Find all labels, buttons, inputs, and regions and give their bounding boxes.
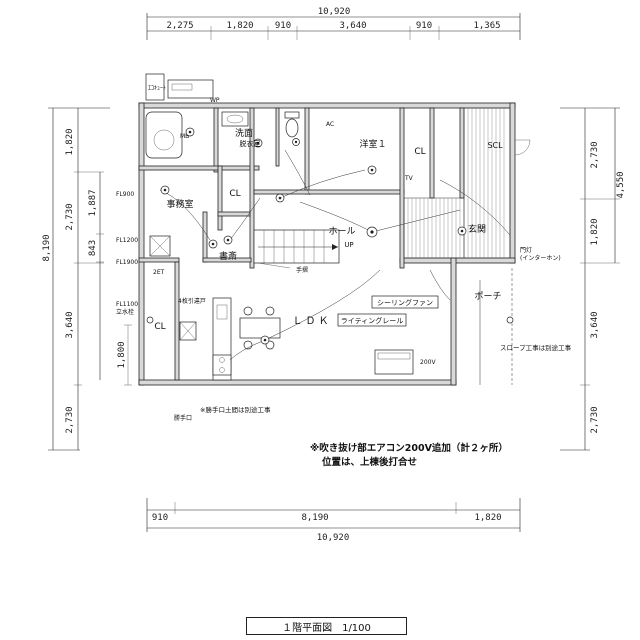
room-closet-c: CL [414,147,425,157]
note-line-2: 位置は、上棟後打合せ [322,456,417,468]
left-dim-seg: 1,820 [65,128,75,155]
top-dimension-lines [146,13,521,40]
wp-label: WP [210,97,220,104]
top-dim-seg: 3,640 [339,21,366,31]
toilet-tank [284,111,300,119]
top-dim-seg: 2,275 [166,21,193,31]
handrail-label: 手摺 [296,266,308,274]
cooktop [212,354,232,376]
room-entrance: 玄関 [468,223,486,235]
room-ldk: ＬＤＫ [293,316,332,327]
lighting-rail-label: ライティングレール [341,316,403,325]
toilet-bowl [285,118,299,138]
ac-200v-label: 200V [420,359,436,366]
bottom-total-dim: 10,920 [317,533,350,543]
left-inner-dim: 1,800 [117,341,127,368]
bottom-dim-seg: 8,190 [301,513,328,523]
mb-label: MB [180,133,189,140]
interior-walls [138,107,465,381]
fl1100-label: FL1100 [116,301,138,308]
right-total-dim: 4,550 [616,171,626,198]
fl900-label: FL900 [116,191,134,198]
fl1200-label: FL1200 [116,237,138,244]
sofa [374,349,414,375]
slope-note: スロープ工事は別途工事 [500,343,572,352]
ceiling-fan-box [371,295,439,309]
right-dim-seg: 1,820 [590,218,600,245]
top-dim-seg: 910 [416,21,432,31]
right-dim-seg: 3,640 [590,311,600,338]
fl1900-label: FL1900 [116,259,138,266]
staircase [253,229,340,269]
room-washroom: 洗面 [235,127,253,139]
sliding-door-label: 4枚引違戸 [178,297,206,305]
bottom-dim-seg: 1,820 [474,513,501,523]
intercom-label: (インターホン) [520,254,561,262]
right-dim-seg: 2,730 [590,141,600,168]
entrance-door [514,139,531,156]
gate-light-label: 門灯 [520,246,532,254]
left-total-dim: 8,190 [42,234,52,261]
left-dim-seg: 2,730 [65,406,75,433]
dining-chair [265,306,275,316]
right-dimension-lines [560,107,620,451]
top-dim-seg: 1,365 [473,21,500,31]
ecocute-unit [145,73,165,101]
room-stairs-up: UP [344,241,353,249]
back-door-label: 勝手口 [174,414,192,422]
top-total-dim: 10,920 [318,7,351,17]
left-inner-dim: 1,887 [88,189,98,216]
tv-label: TV [404,175,414,182]
right-dim-seg: 2,730 [590,406,600,433]
top-dim-seg: 910 [275,21,291,31]
room-closet-b: CL [154,322,165,332]
dining-table [239,317,281,339]
lighting-rail-box [337,313,407,327]
left-dim-seg: 2,730 [65,203,75,230]
ac-label: AC [326,121,334,128]
ceiling-fan-label: シーリングファン [377,298,433,307]
room-shoe-closet: SCL [487,141,503,150]
faucet-label: 立水栓 [116,308,134,316]
bathtub [145,111,183,159]
left-dim-seg: 3,640 [65,311,75,338]
room-porch: ポーチ [474,291,501,302]
left-dimension-lines [48,107,132,451]
room-closet-a: CL [229,189,240,199]
dining-chair [243,340,253,350]
left-inner-dim: 843 [88,240,98,256]
wash-basin [221,111,249,127]
outer-walls [138,102,516,386]
bottom-dim-seg: 910 [152,513,168,523]
ecocute-label: ｴｺｷｭｰﾄ [148,85,166,92]
deck-hatch-right [463,107,511,259]
drawing-caption: １階平面図 1/100 [246,617,407,635]
ceiling-lights [146,127,514,345]
deck-hatch-entrance [403,197,465,259]
bottom-dimension-lines [146,498,521,532]
room-hall: ホール [328,226,355,237]
room-western1: 洋室１ [359,138,386,150]
room-study: 書斎 [219,250,237,262]
ecocute-tank [167,79,214,99]
et-label: 2ET [153,269,165,276]
drain-note: ※勝手口土間は別途工事 [200,405,271,414]
dining-chair [243,306,253,316]
room-dressing: 脱衣室 [240,139,261,148]
note-line-1: ※吹き抜け部エアコン200V追加（計２ヶ所） [310,442,508,454]
top-dim-seg: 1,820 [226,21,253,31]
room-office: 事務室 [166,198,193,210]
